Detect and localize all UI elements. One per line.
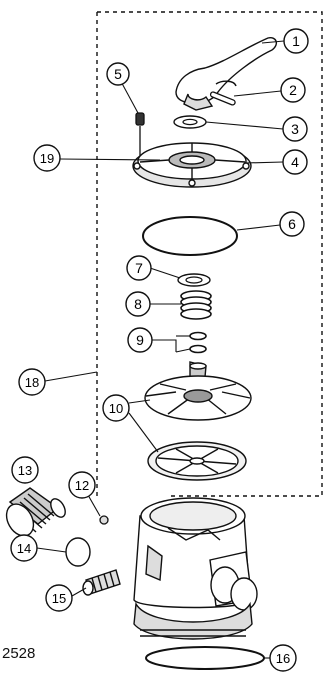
fitting-o-ring-part <box>65 537 91 567</box>
callout-19: 19 <box>33 144 61 172</box>
callout-14: 14 <box>10 534 38 562</box>
valve-body-part <box>133 497 258 640</box>
union-fitting-part <box>5 487 66 537</box>
svg-text:2: 2 <box>289 82 297 98</box>
o-ring-large-part <box>142 216 238 256</box>
callout-9: 9 <box>127 327 153 353</box>
svg-text:18: 18 <box>25 375 39 390</box>
spring-part <box>180 290 212 320</box>
rotor-part <box>144 361 252 421</box>
callout-2: 2 <box>280 77 306 103</box>
base-o-ring-part <box>145 646 265 670</box>
pin-part <box>209 91 236 106</box>
callout-16: 16 <box>269 644 297 672</box>
svg-text:1: 1 <box>292 33 300 49</box>
svg-text:3: 3 <box>291 121 299 137</box>
svg-text:7: 7 <box>135 260 143 276</box>
drain-plug-part <box>82 569 121 596</box>
spring-washer-part <box>177 273 211 287</box>
gasket-part <box>147 441 247 481</box>
svg-text:12: 12 <box>75 478 89 493</box>
washer-part <box>173 115 207 129</box>
callout-6: 6 <box>279 211 305 237</box>
svg-text:8: 8 <box>134 296 142 312</box>
svg-text:15: 15 <box>52 591 66 606</box>
svg-text:13: 13 <box>18 463 32 478</box>
svg-text:4: 4 <box>291 154 299 170</box>
callout-8: 8 <box>125 291 151 317</box>
handle-part <box>175 36 278 111</box>
part-code-label: 2528 <box>2 645 35 662</box>
callout-1: 1 <box>283 28 309 54</box>
svg-text:16: 16 <box>276 651 290 666</box>
leader-lines <box>36 40 285 659</box>
callout-13: 13 <box>11 456 39 484</box>
callout-3: 3 <box>282 116 308 142</box>
plug-part <box>99 515 109 525</box>
callout-5: 5 <box>106 62 130 86</box>
svg-text:9: 9 <box>136 332 144 348</box>
svg-text:5: 5 <box>114 66 122 82</box>
svg-text:19: 19 <box>40 151 54 166</box>
svg-text:10: 10 <box>109 401 123 416</box>
o-ring-small-part <box>189 331 207 354</box>
callout-4: 4 <box>282 149 308 175</box>
callout-18: 18 <box>18 368 46 396</box>
svg-text:14: 14 <box>17 541 31 556</box>
assembly-dashed-outline <box>96 11 323 498</box>
callout-7: 7 <box>126 255 152 281</box>
callout-12: 12 <box>68 471 96 499</box>
svg-text:6: 6 <box>288 216 296 232</box>
callout-10: 10 <box>102 394 130 422</box>
cover-part <box>132 142 252 188</box>
callout-15: 15 <box>45 584 73 612</box>
